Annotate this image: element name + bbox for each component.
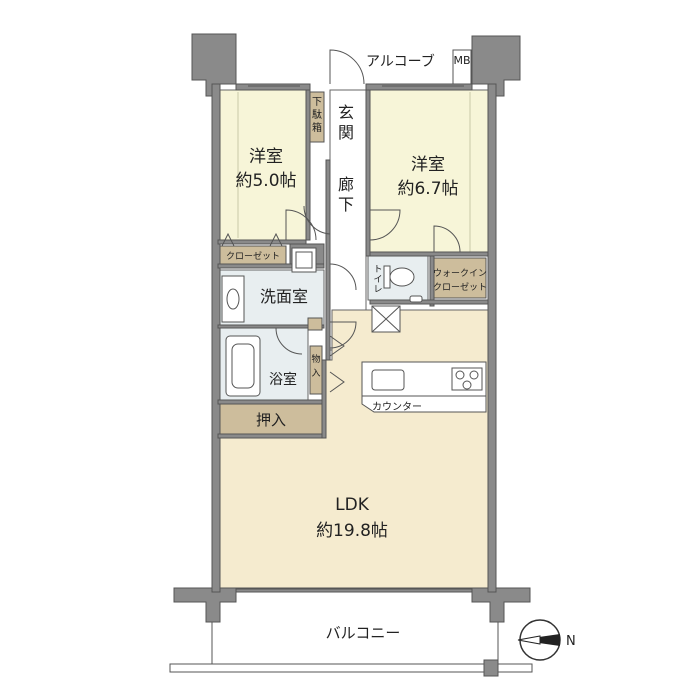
corridor-label-1: 廊 [338, 175, 354, 194]
oshiire-label: 押入 [256, 411, 286, 429]
corridor-floor [329, 89, 367, 351]
toilet-bowl [389, 267, 415, 287]
entrance-label-2: 関 [338, 123, 354, 142]
wall-column-bl [173, 587, 237, 623]
windows [236, 85, 472, 593]
entrance-label-1: 玄 [338, 103, 354, 122]
cooktop [451, 367, 483, 391]
walkin-label-1: ウォークイン [433, 268, 487, 279]
pipe-space-x2 [371, 305, 401, 333]
toilet-tank [383, 265, 391, 289]
closet-door [221, 232, 283, 247]
western1-name: 洋室 [249, 147, 283, 167]
closet [219, 245, 287, 265]
bathtub-inner [231, 343, 255, 389]
walkin-closet [433, 257, 487, 299]
storage-label-1: 物 [311, 353, 320, 365]
western-room-2 [367, 89, 489, 255]
outer-walls [211, 83, 497, 593]
counter-label: カウンター [372, 401, 422, 413]
western2-name: 洋室 [411, 155, 445, 175]
washing-machine-inner [295, 251, 313, 269]
balcony-label: バルコニー [326, 624, 401, 642]
storage-label-2: 入 [311, 368, 320, 379]
burner-2 [469, 370, 479, 380]
toilet-label-3: レ [373, 285, 382, 295]
toilet-label-2: イ [373, 275, 382, 285]
washbasin-bowl [226, 288, 240, 310]
wall-column-tr [471, 35, 521, 97]
utility-box [307, 317, 323, 331]
western2-size: 約6.7帖 [397, 179, 458, 199]
burner-3 [462, 380, 472, 390]
ldk-name: LDK [335, 495, 370, 515]
entrance-door [329, 49, 365, 85]
mb-box [452, 49, 472, 85]
walkin-label-2: クローゼット [433, 281, 487, 293]
mb-label: MB [453, 54, 470, 67]
ldk-size: 約19.8帖 [316, 521, 388, 541]
shoebox [309, 91, 325, 143]
compass-icon [517, 619, 561, 661]
storage [309, 345, 323, 395]
interior-walls [217, 89, 489, 439]
shoebox-label-3: 箱 [312, 121, 322, 134]
door-swings [275, 205, 461, 393]
balcony [169, 622, 533, 677]
burner-1 [455, 370, 465, 380]
western1-size: 約5.0帖 [235, 171, 296, 191]
bath-label: 浴室 [269, 371, 297, 388]
wall-column-br [471, 587, 531, 623]
shoebox-label-2: 駄 [312, 108, 322, 121]
room-hatch [237, 92, 471, 252]
alcove-label: アルコーブ [366, 53, 435, 70]
counter-extension [361, 395, 487, 413]
corridor-label-2: 下 [338, 195, 354, 214]
toilet-sink [409, 295, 423, 303]
washroom-label: 洗面室 [260, 287, 308, 306]
oshiire [219, 403, 323, 435]
western-room-1 [217, 89, 307, 241]
compass-north-label: N [566, 634, 576, 649]
kitchen-sink [371, 369, 405, 391]
closet-label: クローゼット [226, 250, 280, 262]
toilet-label-1: ト [373, 265, 382, 275]
shoebox-label-1: 下 [312, 97, 322, 108]
